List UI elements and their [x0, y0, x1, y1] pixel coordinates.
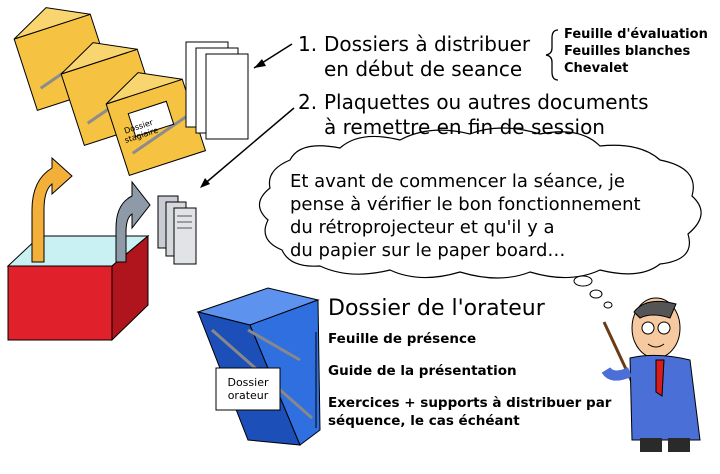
orator-item: Guide de la présentation	[328, 363, 517, 379]
orator-item: Exercices + supports à distribuer par	[328, 395, 612, 411]
folder-label-line: Dossier	[227, 376, 269, 389]
orator-folder-label: Dossier orateur	[218, 376, 278, 402]
brochures-icon	[157, 195, 197, 265]
thought-text: Et avant de commencer la séance, je pens…	[290, 170, 641, 262]
orator-item: Feuille de présence	[328, 331, 477, 347]
item-2-line-2: à remettre en fin de session	[324, 115, 605, 139]
thought-line: du papier sur le paper board…	[290, 240, 566, 261]
folder-label-line: orateur	[227, 389, 269, 402]
item-1-line-2: en début de seance	[324, 57, 523, 81]
yellow-folder-icon	[13, 7, 207, 176]
item-2: 2.Plaquettes ou autres documents à remet…	[298, 90, 649, 140]
presenter-with-pointer-icon	[601, 297, 701, 452]
item-1-number: 1.	[298, 32, 318, 56]
distribute-item: Chevalet	[564, 61, 629, 76]
item-1-line-1: Dossiers à distribuer	[324, 32, 531, 56]
distribute-item: Feuille d'évaluation	[564, 27, 708, 42]
thought-line: du rétroprojecteur et qu'il y a	[290, 217, 555, 238]
thought-cloud	[258, 127, 702, 309]
thought-line: Et avant de commencer la séance, je	[290, 171, 625, 192]
red-box-icon	[6, 234, 150, 342]
arrow-to-brochures	[201, 107, 295, 187]
item-2-line-1: Plaquettes ou autres documents	[324, 90, 649, 114]
item-1: 1.Dossiers à distribuer en début de sean…	[298, 32, 530, 82]
distribute-item: Feuilles blanches	[564, 44, 691, 59]
thought-line: pense à vérifier le bon fonctionnement	[290, 194, 641, 215]
orator-item: séquence, le cas échéant	[328, 413, 520, 429]
gray-arrow-icon	[115, 180, 151, 263]
blue-folder-icon	[196, 287, 321, 446]
gold-arrow-icon	[31, 156, 73, 263]
distribute-list: Feuille d'évaluation Feuilles blanches C…	[564, 26, 708, 77]
orator-title: Dossier de l'orateur	[328, 296, 545, 321]
stack-of-papers-icon	[185, 41, 249, 140]
brace-icon	[545, 29, 559, 81]
item-2-number: 2.	[298, 90, 318, 114]
